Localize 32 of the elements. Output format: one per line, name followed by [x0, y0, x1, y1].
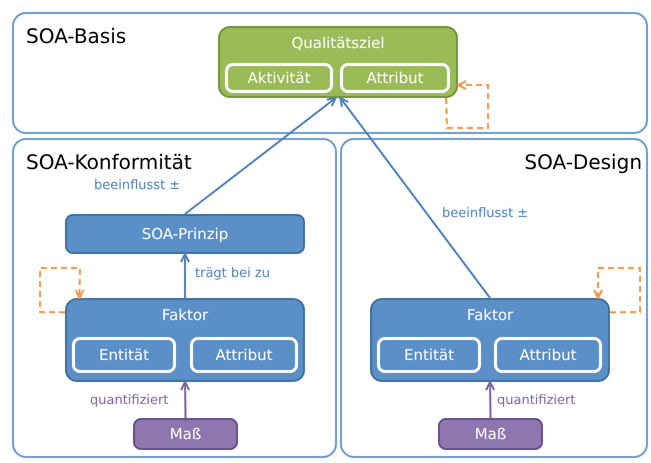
box-title: Faktor	[160, 306, 210, 324]
design-area	[340, 138, 648, 458]
sub-box: Attribut	[190, 337, 298, 373]
edge-label: quantifiziert	[88, 393, 170, 408]
arrow	[180, 253, 190, 298]
area-title: SOA-Konformität	[26, 150, 192, 174]
basis-area	[12, 12, 648, 134]
edge-label: quantifiziert	[495, 393, 578, 408]
arrow	[339, 97, 491, 299]
factor-box	[65, 298, 305, 382]
arrow	[485, 381, 496, 418]
box-title: Faktor	[466, 306, 514, 324]
measure-box: Maß	[438, 418, 543, 450]
sub-box: Aktivität	[225, 63, 333, 93]
dashed-loop-arrow	[445, 80, 489, 129]
sub-box: Entität	[377, 337, 481, 373]
box-title: Qualitätsziel	[290, 34, 386, 52]
edge-label: trägt bei zu	[193, 266, 272, 281]
goal-box	[218, 26, 458, 98]
area-title: SOA-Basis	[26, 24, 126, 48]
dashed-loop-arrow	[593, 267, 641, 314]
sub-box: Entität	[72, 337, 176, 373]
area-title: SOA-Design	[524, 150, 642, 174]
measure-box: Maß	[133, 418, 238, 450]
conformity-area	[12, 138, 337, 458]
dashed-loop-arrow	[39, 267, 85, 314]
sub-box: Attribut	[340, 63, 450, 93]
arrow	[180, 381, 190, 418]
arrow	[184, 97, 337, 215]
principle-box: SOA-Prinzip	[65, 214, 305, 254]
factor-box	[370, 298, 610, 382]
sub-box: Attribut	[494, 337, 602, 373]
